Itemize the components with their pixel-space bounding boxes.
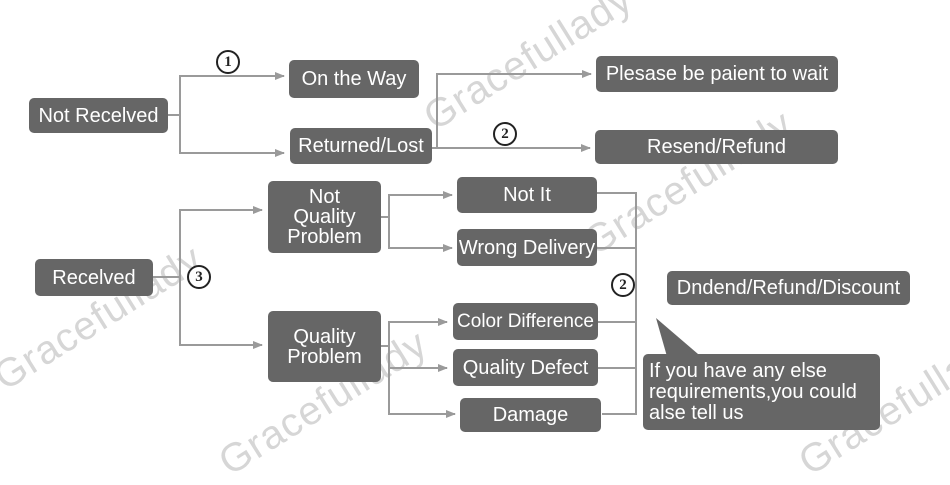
node-resend-refund: Resend/Refund: [595, 130, 838, 164]
step-badge-1: 1: [216, 50, 240, 74]
node-not-it: Not It: [457, 177, 597, 213]
node-returned-lost: Returned/Lost: [290, 128, 432, 164]
connector-lines: [153, 70, 705, 418]
step-badge-2: 2: [493, 122, 517, 146]
node-not-quality-problem: Not Quality Problem: [268, 181, 381, 253]
node-damage: Damage: [460, 398, 601, 432]
step-badge-2: 2: [611, 273, 635, 297]
node-received: Recelved: [35, 259, 153, 296]
step-badge-3: 3: [187, 265, 211, 289]
node-resolution: Dndend/Refund/Discount: [667, 271, 910, 305]
node-note-bubble: If you have any else requirements,you co…: [643, 354, 880, 430]
node-please-wait: Plesase be paient to wait: [596, 56, 838, 92]
node-on-the-way: On the Way: [289, 60, 419, 98]
node-quality-defect: Quality Defect: [453, 349, 598, 386]
node-not-received: Not Recelved: [29, 98, 168, 133]
node-wrong-delivery: Wrong Delivery: [457, 229, 597, 266]
node-quality-problem: Quality Problem: [268, 311, 381, 382]
node-color-difference: Color Difference: [453, 303, 598, 340]
